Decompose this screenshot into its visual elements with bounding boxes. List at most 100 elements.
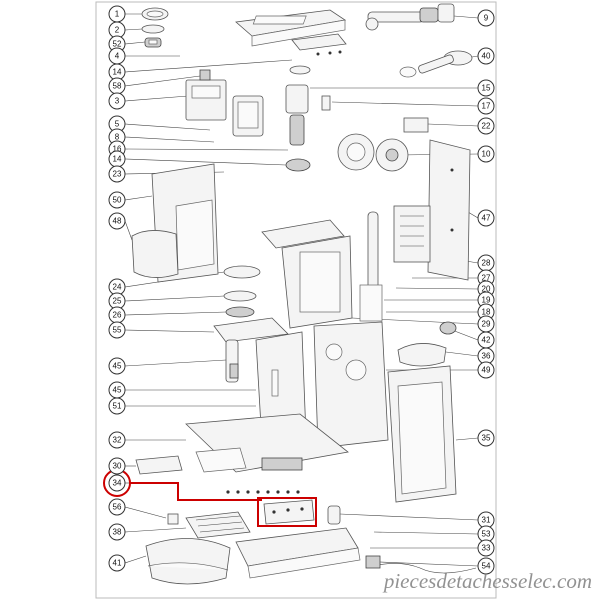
callout-number: 14 (113, 155, 122, 164)
callout-number: 31 (482, 516, 491, 525)
callout-number: 15 (482, 84, 491, 93)
leader-line (395, 287, 479, 290)
callout-number: 9 (484, 14, 489, 23)
callout-number: 45 (113, 386, 122, 395)
part-power-cord (365, 555, 477, 574)
part-gasket-1 (223, 265, 261, 279)
leader-lines (124, 13, 479, 567)
callout-circle (477, 209, 495, 227)
callout-circle (477, 9, 495, 27)
part-pump-body (232, 95, 264, 137)
callout-circle (108, 357, 126, 375)
callout-number: 27 (482, 274, 491, 283)
part-boiler-housing (261, 219, 353, 329)
watermark-text: piecesdetachesselec.com (382, 569, 592, 593)
callout-number: 55 (113, 326, 122, 335)
callout-number: 10 (482, 150, 491, 159)
part-shower-plate (213, 317, 289, 343)
part-column (225, 339, 239, 383)
part-steam-wand (365, 3, 455, 31)
callout-number: 53 (482, 530, 491, 539)
callout-number: 38 (113, 528, 122, 537)
callout-number: 28 (482, 259, 491, 268)
callout-number: 41 (113, 559, 122, 568)
leader-line (124, 75, 201, 87)
part-control-panel (313, 321, 389, 449)
callout-number: 29 (482, 320, 491, 329)
callout-circle (108, 92, 126, 110)
part-front-cover (131, 230, 179, 278)
leader-line (427, 123, 479, 127)
part-heating-element (393, 205, 431, 263)
callouts-left: 1252414583581614235048242526554545513230… (108, 5, 126, 572)
callout-number: 26 (113, 311, 122, 320)
part-knob (439, 321, 457, 335)
part-highlighted-plate (263, 499, 315, 525)
callout-number: 34 (113, 479, 122, 488)
callout-circle (108, 474, 126, 492)
callout-number: 8 (115, 133, 120, 142)
callout-number: 24 (113, 283, 122, 292)
leader-line (331, 101, 479, 107)
callout-number: 51 (113, 402, 122, 411)
part-bottom-plate (235, 527, 361, 579)
leader-line (124, 59, 293, 73)
callout-circle (477, 47, 495, 65)
callout-number: 5 (115, 120, 120, 129)
leader-line (453, 15, 479, 19)
callout-number: 20 (482, 285, 491, 294)
callout-number: 18 (482, 308, 491, 317)
callout-circle (108, 498, 126, 516)
leader-line (124, 123, 211, 131)
callout-number: 35 (482, 434, 491, 443)
leader-line (124, 527, 187, 533)
callout-number: 3 (115, 97, 120, 106)
callout-number: 22 (482, 122, 491, 131)
leader-line (124, 41, 146, 45)
callout-circle (108, 523, 126, 541)
leader-line (124, 148, 289, 151)
part-filter-holder (144, 37, 162, 48)
callout-number: 1 (115, 10, 120, 19)
callout-circle (108, 165, 126, 183)
callout-number: 30 (113, 462, 122, 471)
callout-circle (477, 429, 495, 447)
part-portafilter (399, 50, 473, 78)
leader-line (124, 95, 189, 102)
callout-circle (108, 431, 126, 449)
part-cup-tray (235, 9, 347, 47)
callout-number: 14 (113, 68, 122, 77)
part-water-tank (387, 365, 457, 503)
callout-circle (477, 145, 495, 163)
callout-number: 17 (482, 102, 491, 111)
part-pump-bracket (185, 69, 227, 121)
leader-line (124, 311, 227, 316)
callout-number: 25 (113, 297, 122, 306)
part-drip-tray (145, 538, 231, 585)
leader-line (124, 195, 153, 201)
part-drip-tray-small (135, 455, 183, 475)
leader-line (451, 329, 479, 341)
part-base (185, 413, 349, 473)
leader-line (124, 329, 215, 333)
part-solenoid (285, 65, 311, 172)
leader-line (124, 359, 227, 367)
callout-circle (108, 321, 126, 339)
callout-number: 32 (113, 436, 122, 445)
part-drip-grid (291, 33, 347, 56)
leader-line (339, 513, 479, 521)
part-small-clip (321, 95, 331, 111)
callouts-right: 9401517221047282720191829423649353153335… (477, 9, 495, 575)
leader-line (124, 220, 133, 241)
part-water-pipe (359, 211, 383, 322)
part-connector (403, 117, 429, 133)
callout-number: 42 (482, 336, 491, 345)
leader-line (467, 211, 479, 219)
callout-number: 36 (482, 352, 491, 361)
part-filter-ring (141, 7, 169, 21)
callout-number: 4 (115, 52, 120, 61)
leader-line (455, 437, 479, 441)
callout-number: 2 (115, 26, 120, 35)
leader-line (124, 506, 167, 519)
